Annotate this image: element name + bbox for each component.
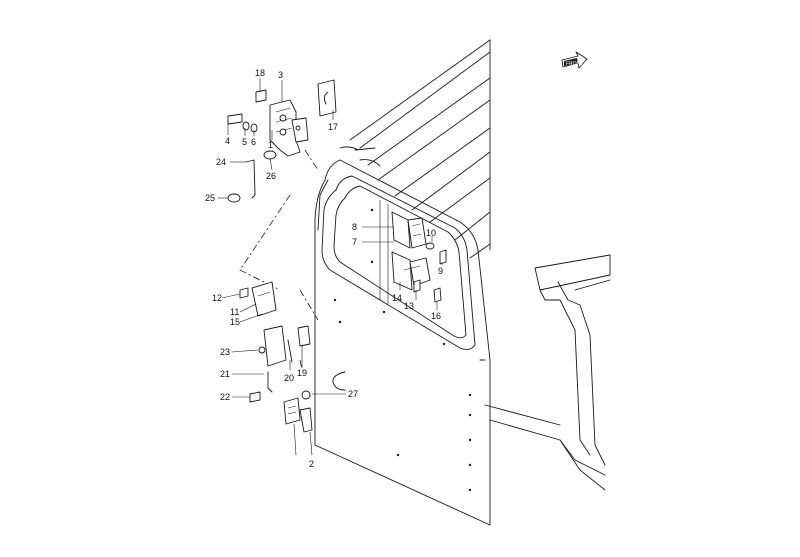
front-arrow-label: FRONT: [566, 61, 583, 67]
callout-18: 18: [255, 68, 265, 78]
handle-bracket-2: [299, 407, 313, 433]
bolt-13: [413, 279, 421, 293]
front-arrow-icon: FRONT: [561, 51, 588, 69]
washer-27: [301, 390, 311, 400]
callout-8: 8: [352, 222, 357, 232]
callout-labels: 18 3 17 4 5 6 1 24 26 25 8 7 10 9 14 13 …: [205, 68, 443, 469]
lock-cylinder: [283, 397, 301, 425]
callout-20: 20: [284, 373, 294, 383]
callout-23: 23: [220, 347, 230, 357]
rod-24: [245, 159, 256, 199]
callout-14: 14: [392, 293, 402, 303]
callout-10: 10: [426, 228, 436, 238]
striker-plate: [251, 281, 277, 317]
callout-7: 7: [352, 237, 357, 247]
bolt-4-top: [227, 113, 243, 125]
bolt-16: [433, 287, 442, 303]
callout-26: 26: [266, 171, 276, 181]
bolt-9: [439, 249, 447, 265]
callout-17: 17: [328, 122, 338, 132]
hinge-plate-lower: [391, 251, 431, 291]
washer-10: [425, 242, 435, 250]
bolt-22: [249, 391, 261, 403]
assembly-lines: [239, 149, 319, 371]
callout-9: 9: [438, 266, 443, 276]
callout-3: 3: [278, 70, 283, 80]
callout-24: 24: [216, 157, 226, 167]
washer-5: [242, 121, 250, 131]
callout-25: 25: [205, 193, 215, 203]
callout-19: 19: [297, 368, 307, 378]
callout-6: 6: [251, 137, 256, 147]
pawl-19: [297, 325, 311, 347]
callout-2: 2: [309, 459, 314, 469]
pin-20: [287, 339, 293, 363]
callout-16: 16: [431, 311, 441, 321]
bolt-18: [255, 89, 267, 103]
callout-4-top: 4: [225, 136, 230, 146]
callout-5: 5: [242, 137, 247, 147]
callout-27: 27: [348, 389, 358, 399]
leader-lines: [218, 78, 443, 456]
bushing-26: [263, 150, 277, 160]
callout-12: 12: [212, 293, 222, 303]
callout-15: 15: [230, 317, 240, 327]
tailgate: [314, 159, 491, 526]
callout-22: 22: [220, 392, 230, 402]
callout-11: 11: [230, 307, 239, 317]
callout-13: 13: [404, 301, 414, 311]
hinge-plate-upper: [391, 211, 427, 249]
bolt-12: [239, 287, 249, 299]
cargo-bed: [339, 39, 611, 491]
callout-21: 21: [220, 369, 230, 379]
nut-25: [227, 193, 241, 203]
hinge-assembly: [269, 99, 309, 157]
latch-plate-23: [258, 325, 287, 367]
hinge-bracket-17: [317, 79, 337, 117]
rod-21: [267, 371, 273, 393]
callout-1: 1: [268, 140, 273, 150]
